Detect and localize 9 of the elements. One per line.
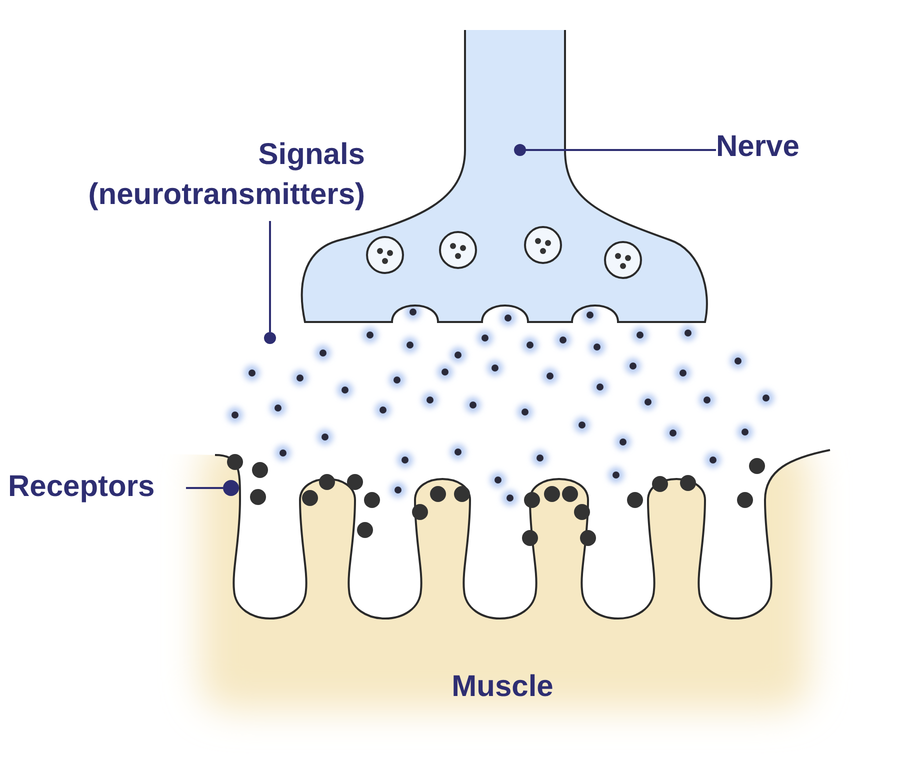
dot-marker [223, 480, 239, 496]
leader-line [186, 487, 223, 489]
leader-line [514, 144, 716, 156]
leader-line [269, 221, 271, 332]
receptors-label: Receptors [8, 467, 180, 507]
muscle-label: Muscle [430, 667, 575, 707]
signals-label: Signals (neurotransmitters) [20, 135, 365, 215]
nerve-label: Nerve [716, 127, 836, 167]
dot-marker [264, 332, 276, 344]
